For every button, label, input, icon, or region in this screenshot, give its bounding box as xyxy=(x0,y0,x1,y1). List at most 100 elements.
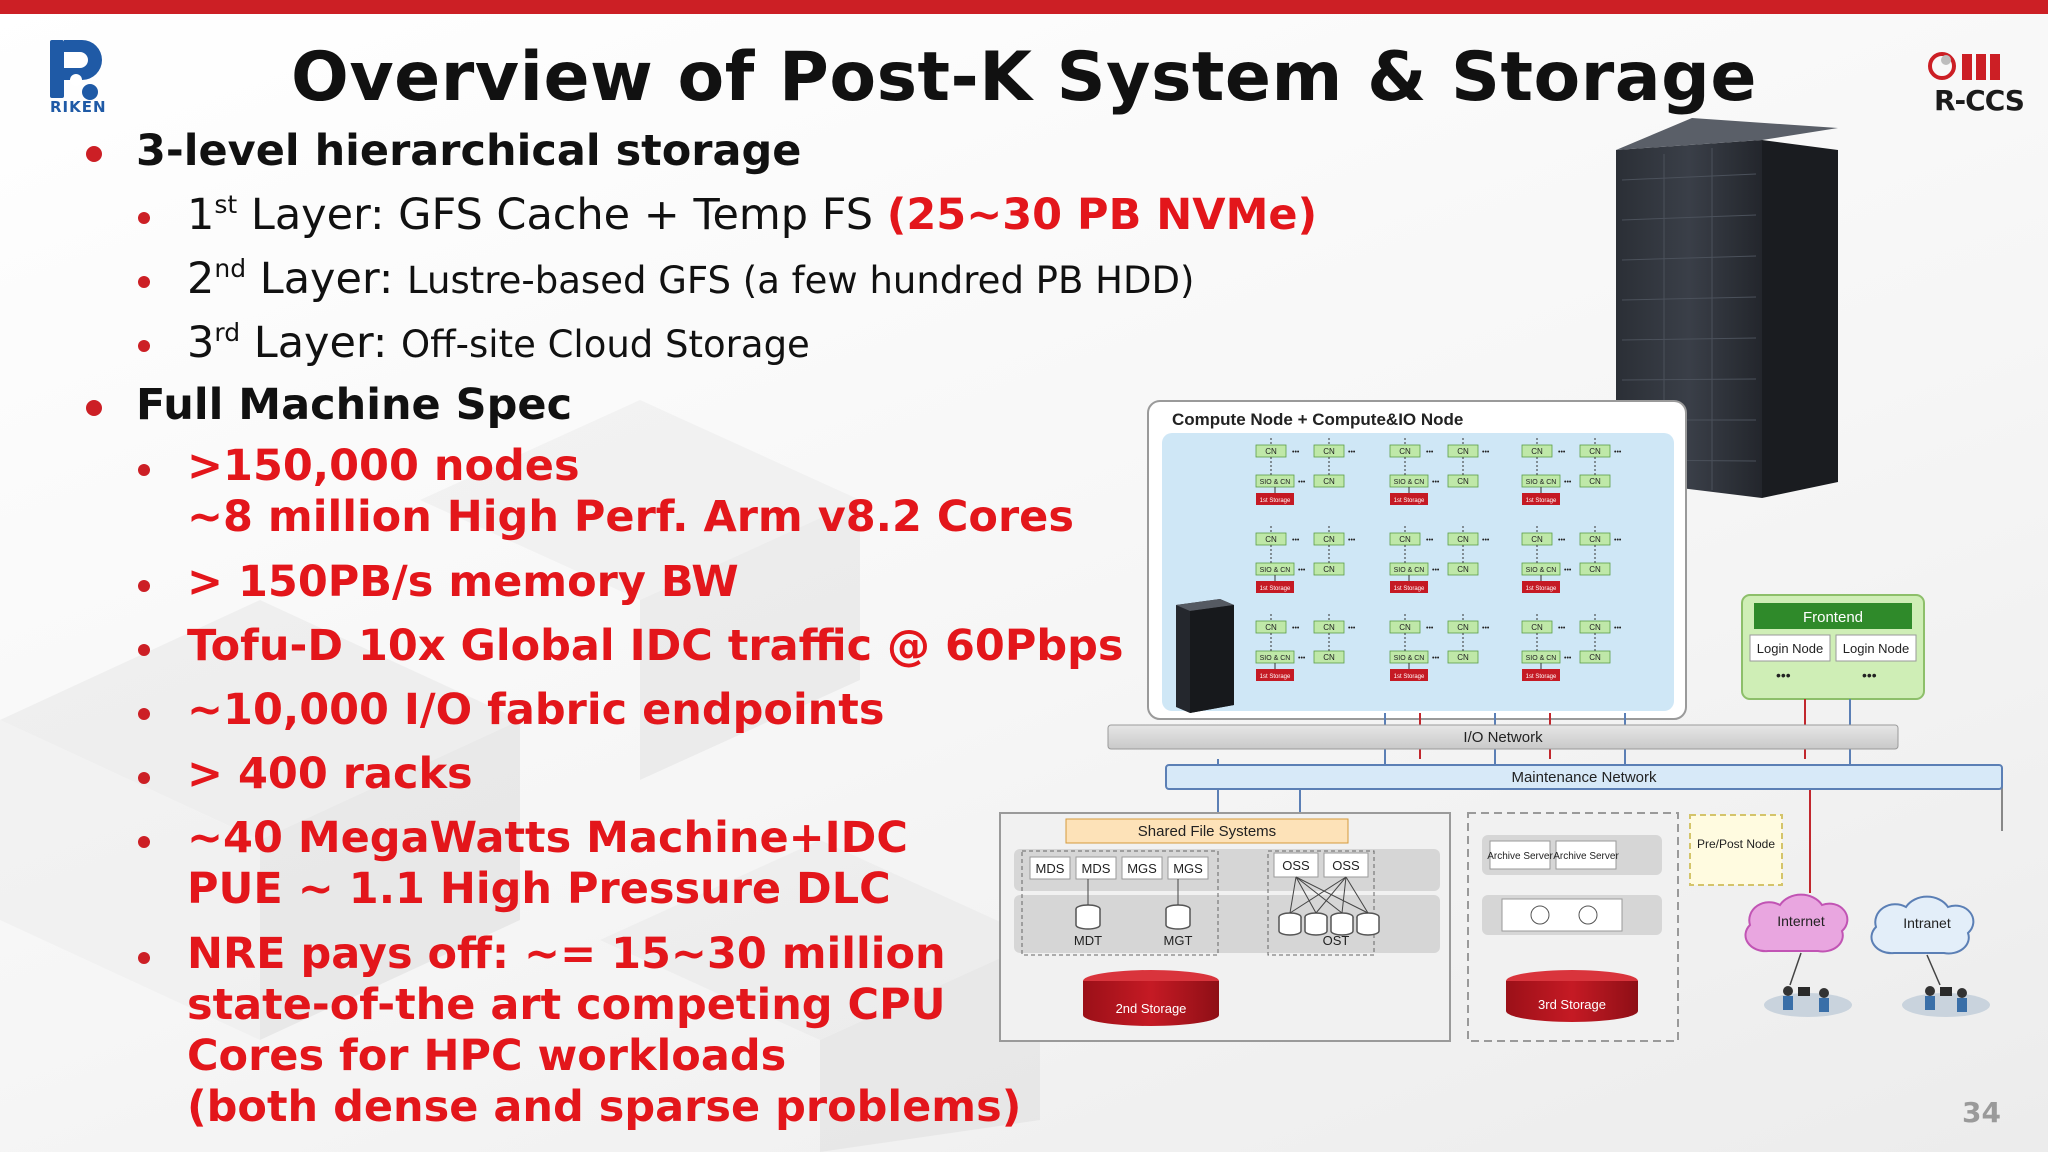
small-rack-image xyxy=(1176,599,1234,713)
riken-logo-text: RIKEN xyxy=(50,98,107,116)
first-storage-label: 1st Storage xyxy=(1260,674,1291,680)
ellipsis: ••• xyxy=(1614,537,1622,544)
ellipsis: ••• xyxy=(1426,449,1434,456)
ellipsis: ••• xyxy=(1564,655,1572,662)
background-decoration xyxy=(0,400,1040,1152)
bullet-list: 3-level hierarchical storage 1st Layer: … xyxy=(86,126,1317,1132)
cn-label: CN xyxy=(1323,535,1335,544)
ellipsis: ••• xyxy=(1348,625,1356,632)
ellipsis: ••• xyxy=(1298,655,1306,662)
ellipsis: ••• xyxy=(1564,479,1572,486)
cn-label: CN xyxy=(1457,653,1469,662)
io-network-label: I/O Network xyxy=(1463,729,1543,746)
cn-label: CN xyxy=(1589,447,1601,456)
cn-label: CN xyxy=(1323,565,1335,574)
first-storage-label: 1st Storage xyxy=(1526,586,1557,592)
ellipsis: ••• xyxy=(1426,537,1434,544)
slide-title: Overview of Post-K System & Storage xyxy=(291,38,1757,117)
oss-label: OSS xyxy=(1332,858,1360,873)
page-number: 34 xyxy=(1962,1096,2001,1129)
cn-label: CN xyxy=(1457,623,1469,632)
storage-layer-2: 2nd Layer: Lustre-based GFS (a few hundr… xyxy=(187,254,1195,304)
svg-text:Internet: Internet xyxy=(1777,913,1825,929)
bullet-dot xyxy=(138,836,150,848)
cn-label: CN xyxy=(1265,447,1277,456)
third-storage-label: 3rd Storage xyxy=(1538,997,1606,1012)
ellipsis: ••• xyxy=(1292,625,1300,632)
first-storage-label: 1st Storage xyxy=(1526,498,1557,504)
sio-cn-label: SIO & CN xyxy=(1260,479,1291,486)
ellipsis: ••• xyxy=(1298,479,1306,486)
cn-label: CN xyxy=(1399,535,1411,544)
ellipsis: ••• xyxy=(1426,625,1434,632)
cn-label: CN xyxy=(1589,653,1601,662)
mdt-label: MDT xyxy=(1074,933,1102,948)
bullet-dot xyxy=(138,212,150,224)
shared-fs-header xyxy=(1065,818,1349,844)
spec-heading: Full Machine Spec xyxy=(136,380,573,430)
login-node-label: Login Node xyxy=(1757,641,1824,656)
ellipsis: ••• xyxy=(1348,449,1356,456)
internet-cloud: Internet xyxy=(1744,893,1849,953)
ellipsis: ••• xyxy=(1482,449,1490,456)
system-architecture-diagram: Compute Node + Compute&IO Node CN CN ••• ••… xyxy=(999,400,2003,1042)
bullet-dot xyxy=(138,708,150,720)
cn-label: CN xyxy=(1323,447,1335,456)
login-node-label: Login Node xyxy=(1843,641,1910,656)
first-storage-label: 1st Storage xyxy=(1260,498,1291,504)
oss-label: OSS xyxy=(1282,858,1310,873)
frontend-header xyxy=(1754,603,1912,629)
compute-node-title: Compute Node + Compute&IO Node xyxy=(1172,410,1463,429)
ellipsis: ••• xyxy=(1432,655,1440,662)
ellipsis: ••• xyxy=(1292,449,1300,456)
maintenance-network-bar xyxy=(1165,764,2003,790)
bullet-dot xyxy=(138,464,150,476)
rccs-logo-text: R-CCS xyxy=(1934,84,2025,117)
sio-cn-label: SIO & CN xyxy=(1394,655,1425,662)
spec-item: >150,000 nodes~8 million High Perf. Arm … xyxy=(187,441,1074,542)
mgs-label: MGS xyxy=(1127,861,1157,876)
cn-label: CN xyxy=(1531,535,1543,544)
top-accent-bar xyxy=(0,0,2048,14)
bullet-dot xyxy=(138,952,150,964)
cn-label: CN xyxy=(1399,447,1411,456)
cn-label: CN xyxy=(1589,623,1601,632)
first-storage-label: 1st Storage xyxy=(1394,586,1425,592)
archive-server-label: Archive Server xyxy=(1487,851,1553,862)
spec-item: ~10,000 I/O fabric endpoints xyxy=(187,685,885,735)
ellipsis: ••• xyxy=(1348,537,1356,544)
storage-heading: 3-level hierarchical storage xyxy=(136,126,802,176)
mgt-label: MGT xyxy=(1164,933,1193,948)
ellipsis: ••• xyxy=(1432,479,1440,486)
spec-item: > 150PB/s memory BW xyxy=(187,557,739,607)
archive-server-label: Archive Server xyxy=(1553,851,1619,862)
cn-label: CN xyxy=(1323,653,1335,662)
sio-cn-label: SIO & CN xyxy=(1526,567,1557,574)
cn-label: CN xyxy=(1531,623,1543,632)
sio-cn-label: SIO & CN xyxy=(1526,479,1557,486)
ellipsis: ••• xyxy=(1292,537,1300,544)
first-storage-label: 1st Storage xyxy=(1394,498,1425,504)
frontend-label: Frontend xyxy=(1803,609,1863,626)
ellipsis: ••• xyxy=(1432,567,1440,574)
cn-label: CN xyxy=(1589,535,1601,544)
bullet-dot xyxy=(138,772,150,784)
ellipsis: ••• xyxy=(1614,625,1622,632)
cn-label: CN xyxy=(1323,477,1335,486)
mds-label: MDS xyxy=(1082,861,1111,876)
second-storage-label: 2nd Storage xyxy=(1116,1001,1187,1016)
users-image xyxy=(1764,986,1990,1017)
bullet-dot xyxy=(138,276,150,288)
bullet-dot xyxy=(138,580,150,592)
sio-cn-label: SIO & CN xyxy=(1394,567,1425,574)
cn-label: CN xyxy=(1265,535,1277,544)
cn-label: CN xyxy=(1457,477,1469,486)
ellipsis: ••• xyxy=(1558,625,1566,632)
spec-item: > 400 racks xyxy=(187,749,473,799)
cn-label: CN xyxy=(1457,565,1469,574)
intranet-cloud: Intranet xyxy=(1870,895,1975,955)
first-storage-label: 1st Storage xyxy=(1526,674,1557,680)
